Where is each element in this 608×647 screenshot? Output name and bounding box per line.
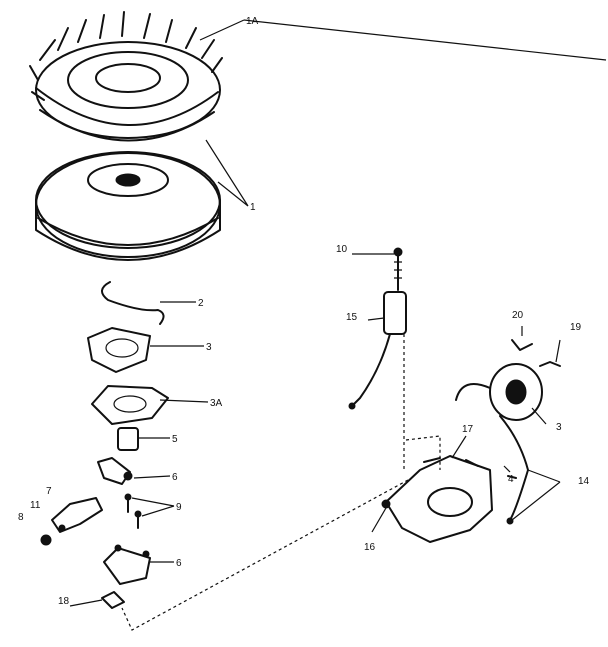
callout-3-left: 3 xyxy=(206,342,212,353)
callout-1a-top: 1A xyxy=(246,16,259,27)
breaker-arm-part-6 xyxy=(97,457,133,485)
callout-3a: 3A xyxy=(210,398,223,409)
clip-part-19 xyxy=(539,361,561,367)
callout-5: 5 xyxy=(172,434,178,445)
screw-part-9 xyxy=(124,493,142,529)
callout-19: 19 xyxy=(570,322,582,333)
callout-1: 1 xyxy=(250,202,256,213)
callout-2: 2 xyxy=(198,298,204,309)
plate-part-3 xyxy=(87,327,151,373)
callout-16: 16 xyxy=(364,542,376,553)
points-part-7-11-8 xyxy=(40,497,103,546)
callout-3-right: 3 xyxy=(556,422,562,433)
clip-part-20 xyxy=(511,339,533,351)
callout-17: 17 xyxy=(462,424,474,435)
callout-9: 9 xyxy=(176,502,182,513)
cam-part-5 xyxy=(117,427,139,451)
screw-part-16 xyxy=(381,499,391,509)
leader-lines xyxy=(69,19,607,607)
plate-part-3a xyxy=(91,385,169,425)
callout-7: 7 xyxy=(46,486,52,497)
felt-part-18 xyxy=(101,591,125,609)
wire-part-2 xyxy=(101,281,165,325)
condenser-part-15 xyxy=(348,291,407,410)
flywheel-fan xyxy=(29,11,223,142)
callout-6-upper: 6 xyxy=(172,472,178,483)
bracket-part-6-lower xyxy=(103,544,151,585)
callout-11: 11 xyxy=(30,500,41,511)
stud-part-10 xyxy=(393,247,403,291)
assembly-path xyxy=(121,334,441,631)
callout-10: 10 xyxy=(336,244,348,255)
bracket-part-17 xyxy=(385,455,493,543)
coil-part-3-right xyxy=(455,363,543,525)
flywheel xyxy=(35,151,221,261)
callout-8: 8 xyxy=(18,512,24,523)
callout-20: 20 xyxy=(512,310,524,321)
callout-4: 4 xyxy=(508,474,514,485)
callout-6-lower: 6 xyxy=(176,558,182,569)
callout-15: 15 xyxy=(346,312,358,323)
callout-18: 18 xyxy=(58,596,70,607)
callout-14: 14 xyxy=(578,476,590,487)
